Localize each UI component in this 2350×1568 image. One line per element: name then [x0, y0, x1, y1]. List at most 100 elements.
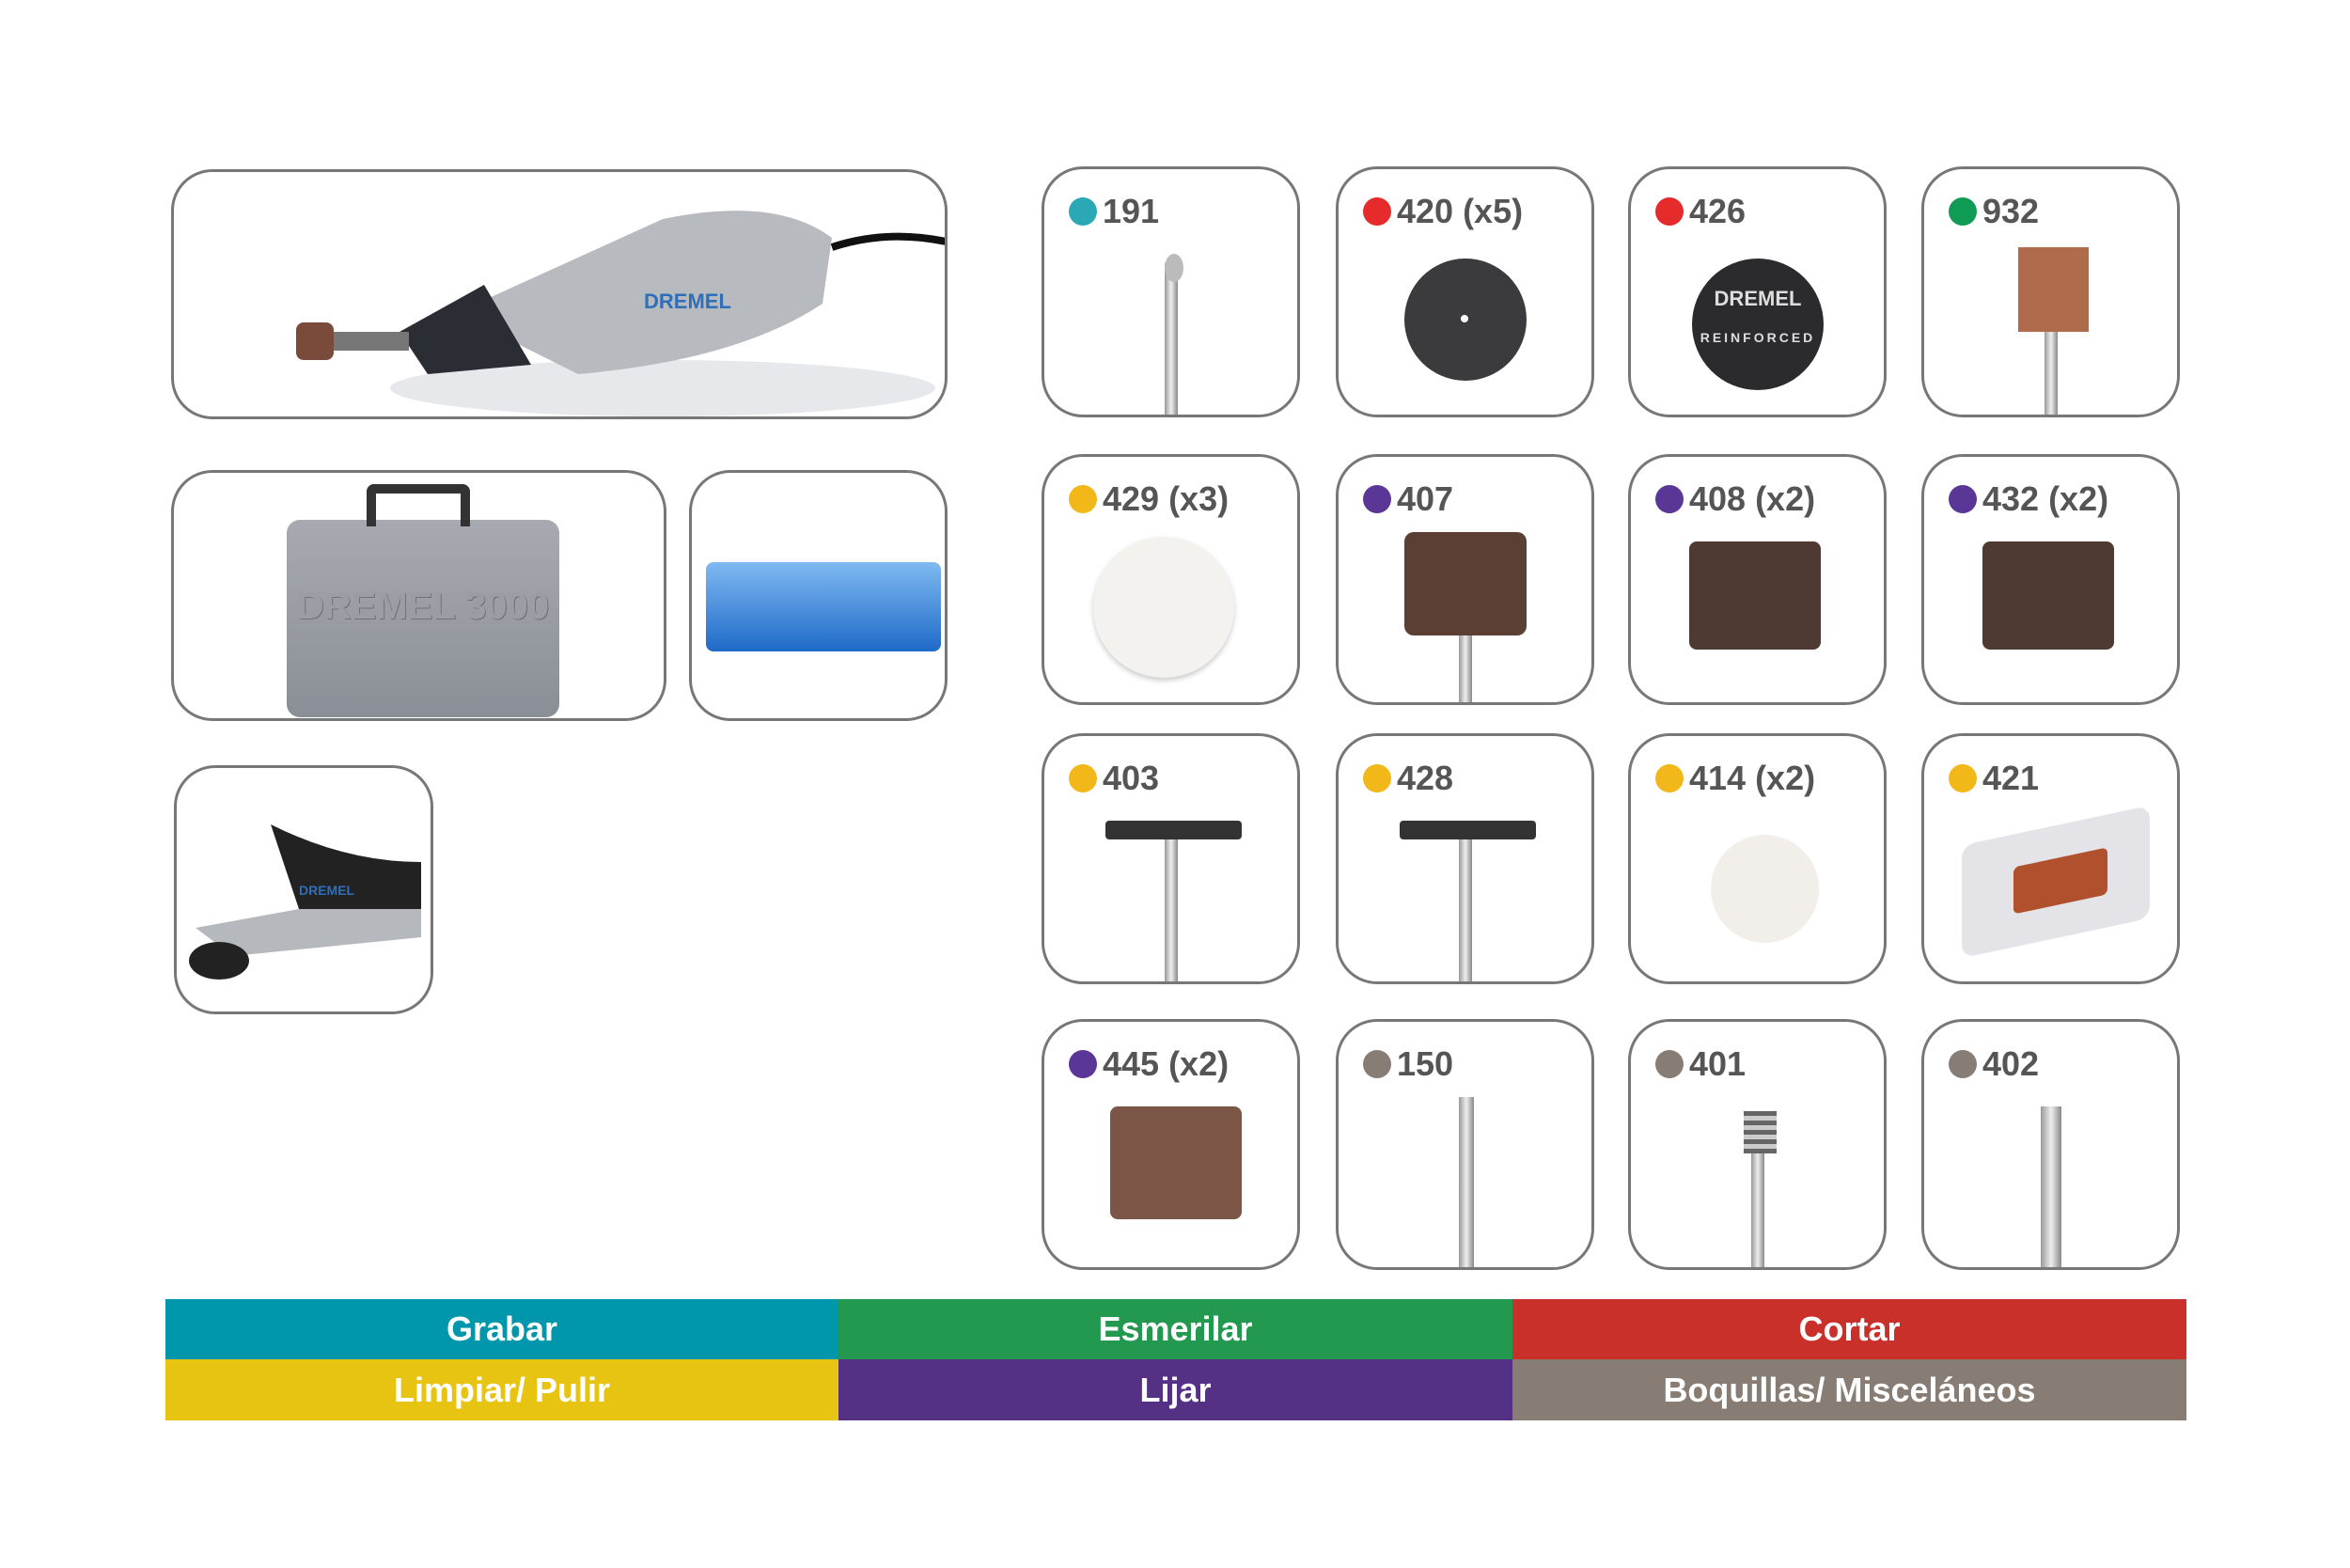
rotary-tool-image: DREMEL — [296, 211, 945, 416]
legend-boquillas-miscelaneos: Boquillas/ Misceláneos — [1512, 1359, 2186, 1420]
category-dot-icon — [1949, 197, 1977, 226]
accessory-label: 407 — [1363, 479, 1453, 519]
accessory-code: 401 — [1689, 1044, 1747, 1083]
category-dot-icon — [1069, 485, 1097, 513]
accessory-box-panel — [689, 470, 948, 721]
accessory-code: 402 — [1982, 1044, 2040, 1083]
accessory-label: 403 — [1069, 759, 1159, 798]
accessory-image — [1044, 244, 1297, 415]
legend-limpiar-pulir: Limpiar/ Pulir — [165, 1359, 838, 1420]
accessory-label: 421 — [1949, 759, 2039, 798]
accessory-label: 426 — [1655, 192, 1746, 231]
accessory-image — [1631, 532, 1884, 702]
accessory-label: 429 (x3) — [1069, 479, 1229, 519]
accessory-card: 421 — [1921, 733, 2180, 984]
accessory-card: 408 (x2) — [1628, 454, 1887, 705]
accessory-image — [1924, 805, 2177, 981]
category-legend: Grabar Esmerilar Cortar Limpiar/ Pulir L… — [165, 1299, 2186, 1420]
carry-case-panel: DREMEL 3000 — [171, 470, 666, 721]
accessory-label: 932 — [1949, 192, 2039, 231]
accessory-card: 932 — [1921, 166, 2180, 417]
attachment-panel: DREMEL — [174, 765, 433, 1014]
accessory-code: 445 (x2) — [1103, 1044, 1230, 1083]
accessory-card: 402 — [1921, 1019, 2180, 1270]
accessory-code: 421 — [1982, 759, 2040, 797]
accessory-code: 426 — [1689, 192, 1747, 230]
category-dot-icon — [1655, 197, 1684, 226]
accessory-image — [1339, 1097, 1591, 1267]
accessory-box-image — [706, 562, 941, 651]
accessory-image — [1924, 532, 2177, 702]
accessory-label: 432 (x2) — [1949, 479, 2108, 519]
accessory-label: 191 — [1069, 192, 1159, 231]
category-dot-icon — [1069, 764, 1097, 792]
category-dot-icon — [1655, 1050, 1684, 1078]
category-dot-icon — [1655, 764, 1684, 792]
accessory-card: 191 — [1042, 166, 1300, 417]
accessory-image — [1339, 532, 1591, 702]
accessory-code: 150 — [1397, 1044, 1454, 1083]
category-dot-icon — [1069, 1050, 1097, 1078]
accessory-label: 445 (x2) — [1069, 1044, 1229, 1084]
accessory-code: 191 — [1103, 192, 1160, 230]
accessory-card: 414 (x2) — [1628, 733, 1887, 984]
legend-grabar: Grabar — [165, 1299, 838, 1359]
category-dot-icon — [1655, 485, 1684, 513]
accessory-card: 401 — [1628, 1019, 1887, 1270]
accessory-card: 403 — [1042, 733, 1300, 984]
accessory-code: 420 (x5) — [1397, 192, 1524, 230]
category-dot-icon — [1949, 1050, 1977, 1078]
category-dot-icon — [1363, 764, 1391, 792]
attachment-brand: DREMEL — [299, 883, 355, 898]
category-dot-icon — [1363, 197, 1391, 226]
tool-brand: DREMEL — [644, 290, 731, 313]
rotary-tool-panel: DREMEL — [171, 169, 948, 419]
category-dot-icon — [1949, 485, 1977, 513]
accessory-image — [1631, 1097, 1884, 1267]
accessory-label: 420 (x5) — [1363, 192, 1523, 231]
accessory-image — [1044, 811, 1297, 981]
category-dot-icon — [1363, 1050, 1391, 1078]
accessory-code: 932 — [1982, 192, 2040, 230]
legend-lijar: Lijar — [838, 1359, 1512, 1420]
accessory-card: 432 (x2) — [1921, 454, 2180, 705]
carry-case-handle — [367, 484, 470, 526]
accessory-card: 420 (x5) — [1336, 166, 1594, 417]
accessory-label: 414 (x2) — [1655, 759, 1815, 798]
accessory-image — [1924, 244, 2177, 415]
accessory-code: 432 (x2) — [1982, 479, 2109, 518]
accessory-label: 428 — [1363, 759, 1453, 798]
accessory-card: 428 — [1336, 733, 1594, 984]
category-dot-icon — [1069, 197, 1097, 226]
accessory-image — [1044, 1097, 1297, 1267]
accessory-card: 407 — [1336, 454, 1594, 705]
accessory-image — [1339, 244, 1591, 415]
accessory-label: 401 — [1655, 1044, 1746, 1084]
accessory-label: 402 — [1949, 1044, 2039, 1084]
accessory-code: 429 (x3) — [1103, 479, 1230, 518]
accessory-card: 445 (x2) — [1042, 1019, 1300, 1270]
accessory-image — [1339, 811, 1591, 981]
category-dot-icon — [1363, 485, 1391, 513]
accessory-code: 407 — [1397, 479, 1454, 518]
legend-cortar: Cortar — [1512, 1299, 2186, 1359]
accessory-code: 403 — [1103, 759, 1160, 797]
legend-esmerilar: Esmerilar — [838, 1299, 1512, 1359]
accessory-code: 408 (x2) — [1689, 479, 1816, 518]
accessory-image — [1044, 532, 1297, 702]
category-dot-icon — [1949, 764, 1977, 792]
accessory-card: 150 — [1336, 1019, 1594, 1270]
accessory-card: 429 (x3) — [1042, 454, 1300, 705]
accessory-image — [1924, 1097, 2177, 1267]
case-text: DREMEL 3000 — [296, 586, 550, 627]
accessory-label: 408 (x2) — [1655, 479, 1815, 519]
carry-case-image — [287, 520, 559, 717]
attachment-image: DREMEL — [189, 824, 421, 980]
accessory-image — [1631, 811, 1884, 981]
disc-text: DREMEL — [1714, 287, 1802, 310]
accessory-code: 428 — [1397, 759, 1454, 797]
accessory-code: 414 (x2) — [1689, 759, 1816, 797]
accessory-image: DREMEL REINFORCED — [1631, 244, 1884, 415]
disc-subtext: REINFORCED — [1700, 330, 1816, 345]
